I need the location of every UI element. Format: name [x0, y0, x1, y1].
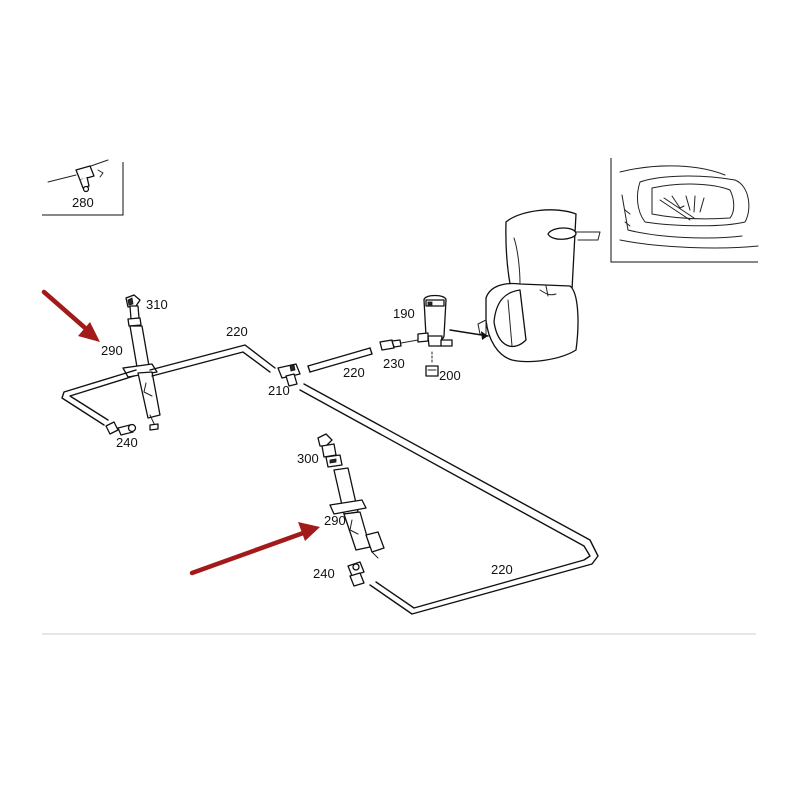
nozzle-290-left [122, 325, 161, 431]
part-label-210: 210 [268, 383, 290, 398]
grommet-200 [425, 351, 439, 377]
part-label-220-lower: 220 [491, 562, 513, 577]
inset-frame-right [610, 158, 758, 263]
fitting-300 [317, 433, 343, 468]
part-label-200: 200 [439, 368, 461, 383]
connector-240-lower [347, 561, 365, 587]
part-label-290-left: 290 [101, 343, 123, 358]
nozzle-assembly-lower [317, 433, 385, 587]
inset-vehicle-view [610, 158, 759, 263]
hose-220-upper-left [61, 344, 276, 426]
hose-220-upper-middle [307, 347, 373, 373]
inset-box-280: 280 [42, 159, 124, 216]
part-label-280: 280 [72, 195, 94, 210]
part-label-190: 190 [393, 306, 415, 321]
inset-frame [42, 162, 124, 216]
nozzle-290-lower [329, 467, 385, 559]
part-label-310: 310 [146, 297, 168, 312]
part-label-300: 300 [297, 451, 319, 466]
part-label-240-lower: 240 [313, 566, 335, 581]
hose-220-long [299, 383, 599, 615]
red-arrow-icon [189, 522, 320, 576]
red-arrow-icon [41, 289, 100, 342]
connector-240-left [105, 421, 137, 436]
tee-fitting-210 [277, 363, 301, 387]
check-valve-230 [379, 339, 419, 351]
part-label-240-left: 240 [116, 435, 138, 450]
part-label-220-upper-middle: 220 [343, 365, 365, 380]
part-label-220-upper-left: 220 [226, 324, 248, 339]
clip-part-280 [47, 159, 109, 193]
nozzle-assembly-left [105, 294, 161, 436]
fitting-310 [125, 294, 142, 327]
pump-190 [417, 294, 453, 347]
part-label-230: 230 [383, 356, 405, 371]
part-label-290-lower: 290 [324, 513, 346, 528]
washer-reservoir [449, 209, 601, 363]
